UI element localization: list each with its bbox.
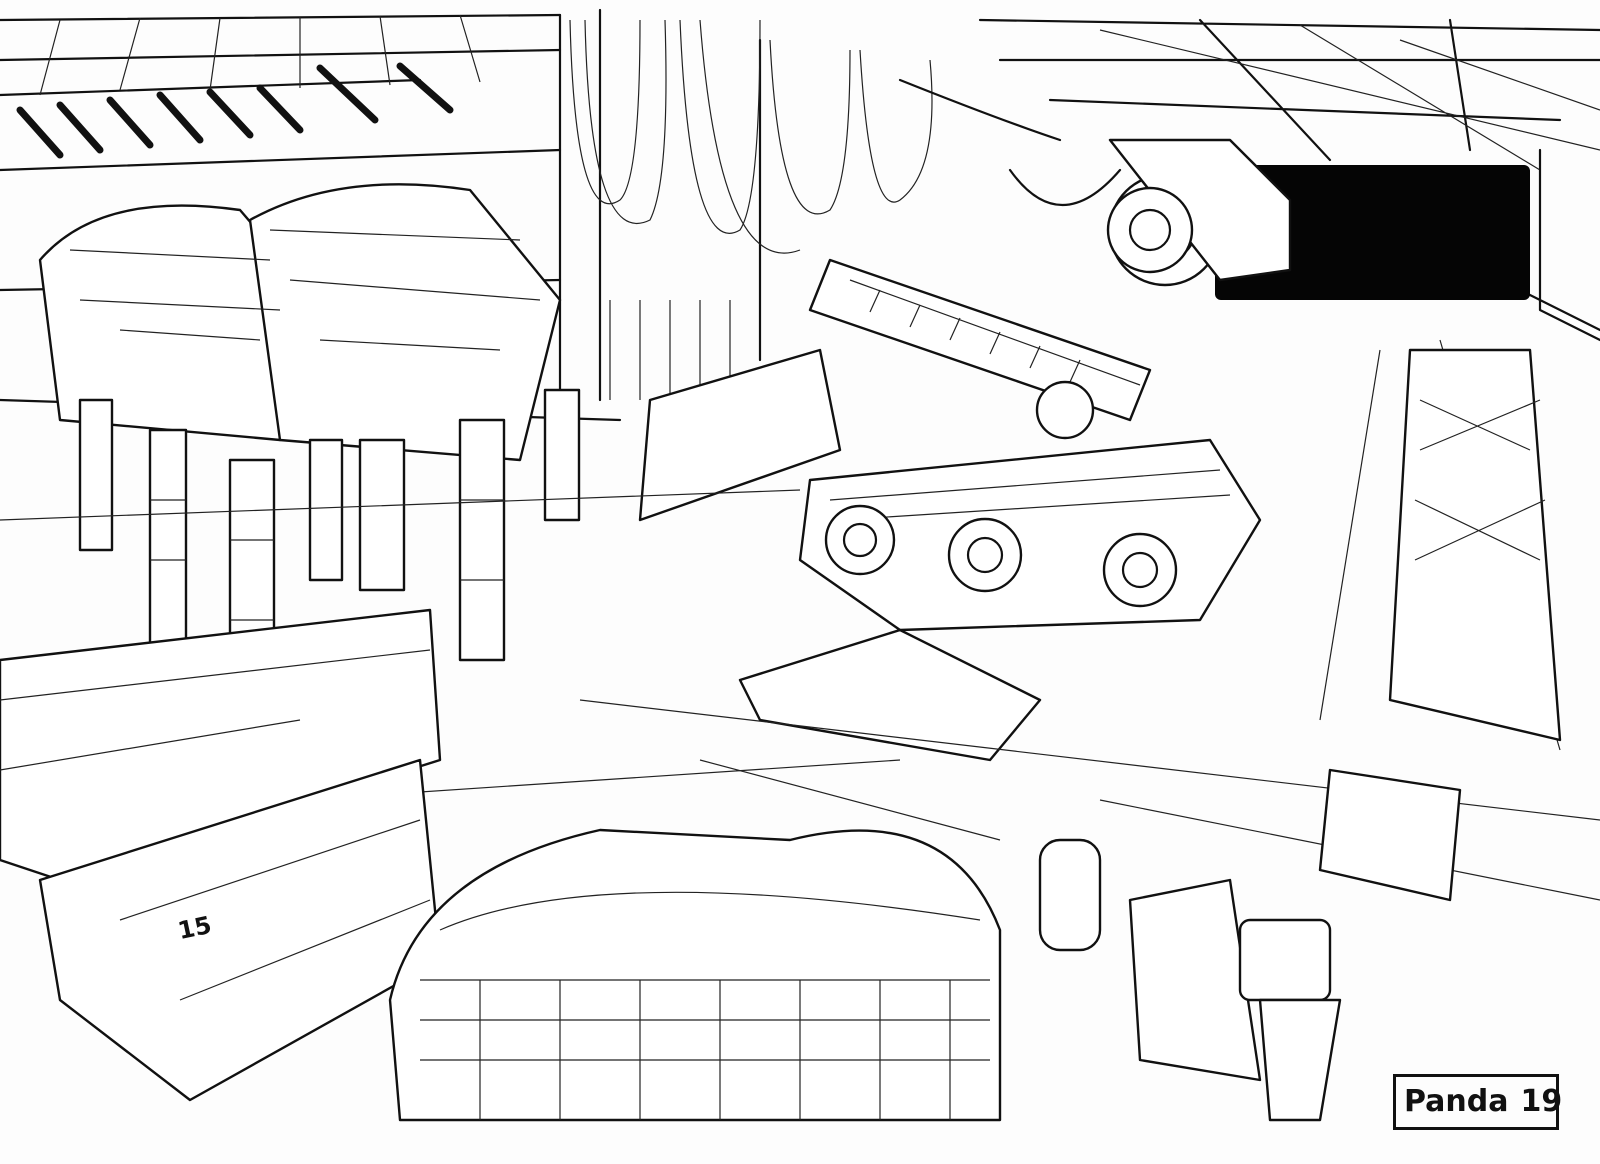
signature-year: 19 (1520, 1084, 1563, 1119)
hangar-walls (0, 8, 1600, 422)
walker-mechs (38, 183, 581, 732)
artist-signature: Panda 19 (1393, 1074, 1562, 1130)
crane-arm (808, 78, 1292, 440)
signature-name: Panda (1404, 1084, 1509, 1119)
conveyor-bench (0, 608, 442, 1102)
tank-vehicle (638, 348, 1262, 762)
hanging-cables (569, 19, 933, 254)
cargo-rack (1318, 348, 1562, 902)
ceiling-panels (0, 13, 1600, 292)
dark-tunnel (1215, 165, 1530, 300)
control-console (388, 828, 1342, 1122)
